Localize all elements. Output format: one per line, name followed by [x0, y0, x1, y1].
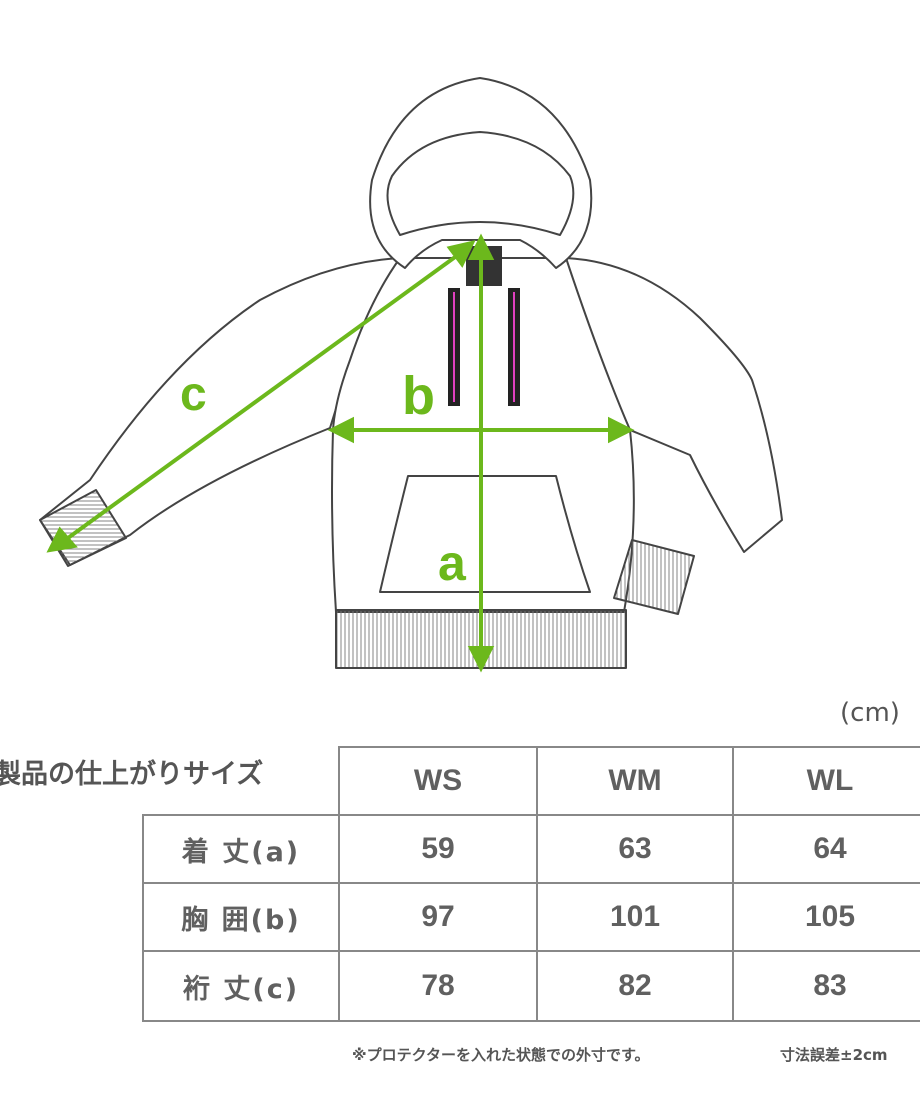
table-cell: 97 [338, 882, 538, 952]
row-label-length: 着 丈(a) [142, 814, 340, 884]
row-label-sleeve: 裄 丈(c) [142, 950, 340, 1022]
column-header-ws: WS [338, 746, 538, 816]
table-cell: 101 [536, 882, 734, 952]
table-cell: 59 [338, 814, 538, 884]
table-cell: 64 [732, 814, 920, 884]
label-c: c [180, 368, 207, 421]
label-b: b [402, 366, 435, 426]
row-label-chest: 胸 囲(b) [142, 882, 340, 952]
table-cell: 105 [732, 882, 920, 952]
unit-label: (cm) [840, 698, 900, 728]
measurement-arrows [46, 233, 635, 673]
column-header-wl: WL [732, 746, 920, 816]
label-a: a [438, 535, 467, 591]
table-title: 製品の仕上がりサイズ [0, 759, 264, 790]
table-cell: 83 [732, 950, 920, 1022]
table-cell: 78 [338, 950, 538, 1022]
column-header-wm: WM [536, 746, 734, 816]
table-cell: 63 [536, 814, 734, 884]
table-cell: 82 [536, 950, 734, 1022]
footnote: ※プロテクターを入れた状態での外寸です。 [352, 1046, 650, 1064]
tolerance-note: 寸法誤差±2cm [780, 1046, 888, 1064]
hoodie-size-diagram: c b a [39, 77, 783, 673]
